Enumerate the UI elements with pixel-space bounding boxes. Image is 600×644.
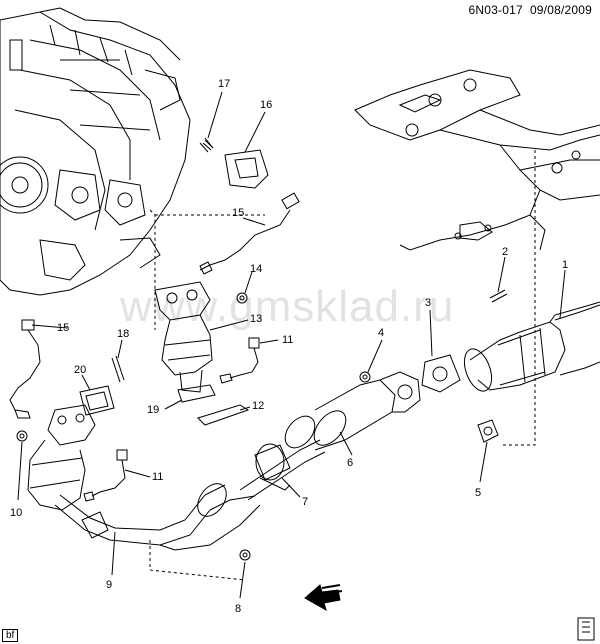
- gasket-12: [197, 404, 250, 426]
- intermediate-pipe-6: [239, 371, 421, 501]
- callout-9: 9: [106, 579, 112, 591]
- callout-20: 20: [74, 364, 86, 376]
- callout-7: 7: [302, 496, 308, 508]
- callout-11-upper: 11: [282, 334, 293, 346]
- catalytic-converter-left: [27, 404, 96, 511]
- clamp-7: [254, 443, 291, 491]
- engine-drawing: [0, 7, 191, 296]
- callout-14: 14: [250, 263, 262, 275]
- gasket-3: [421, 354, 461, 393]
- callout-2: 2: [502, 246, 508, 258]
- callout-10: 10: [10, 507, 22, 519]
- stud-18: [111, 355, 125, 383]
- diagram-header: 6N03-017 09/08/2009: [469, 3, 592, 17]
- nut-10: [16, 430, 28, 442]
- crossmember-drawing: [354, 69, 600, 251]
- callout-11-lower: 11: [152, 471, 163, 483]
- diagram-date: 09/08/2009: [529, 3, 592, 17]
- callout-labels: 17 16 15 14 13 11 12 19 15 18 20 10 11 9…: [10, 78, 568, 615]
- watermark: www.gmsklad.ru: [120, 282, 455, 331]
- part-code: 6N03-017: [468, 3, 523, 17]
- callout-17: 17: [218, 78, 230, 90]
- callout-13: 13: [250, 313, 262, 325]
- nut-14: [236, 292, 248, 304]
- direction-arrow-icon: [304, 584, 343, 612]
- y-pipe-9: [54, 483, 261, 551]
- oxygen-sensor-15-upper: [199, 192, 300, 275]
- nut-8: [239, 549, 251, 561]
- corner-code: bf: [2, 629, 19, 642]
- callout-6: 6: [347, 457, 353, 469]
- callout-5: 5: [475, 487, 481, 499]
- insulator-5: [477, 419, 499, 443]
- catalytic-converter-13: [154, 281, 216, 403]
- callout-8: 8: [235, 603, 241, 615]
- callout-15-upper: 15: [232, 207, 244, 219]
- gasket-20: [79, 385, 115, 416]
- stud-2: [489, 289, 508, 303]
- callout-16: 16: [260, 99, 272, 111]
- callout-12: 12: [252, 400, 264, 412]
- callout-15-lower: 15: [57, 322, 69, 334]
- oxygen-sensor-15-lower: [9, 319, 41, 419]
- callout-3: 3: [425, 297, 431, 309]
- callout-1: 1: [562, 259, 568, 271]
- stud-17: [199, 137, 214, 153]
- callout-19: 19: [147, 404, 159, 416]
- callout-18: 18: [117, 328, 129, 340]
- oxygen-sensor-11-upper: [219, 337, 260, 384]
- book-icon: [577, 617, 595, 641]
- oxygen-sensor-11-lower: [83, 449, 128, 502]
- callout-4: 4: [378, 327, 384, 339]
- leader-lines: [17, 91, 566, 599]
- muffler-drawing: [463, 301, 600, 392]
- gasket-16: [224, 149, 269, 189]
- nut-4: [359, 371, 371, 383]
